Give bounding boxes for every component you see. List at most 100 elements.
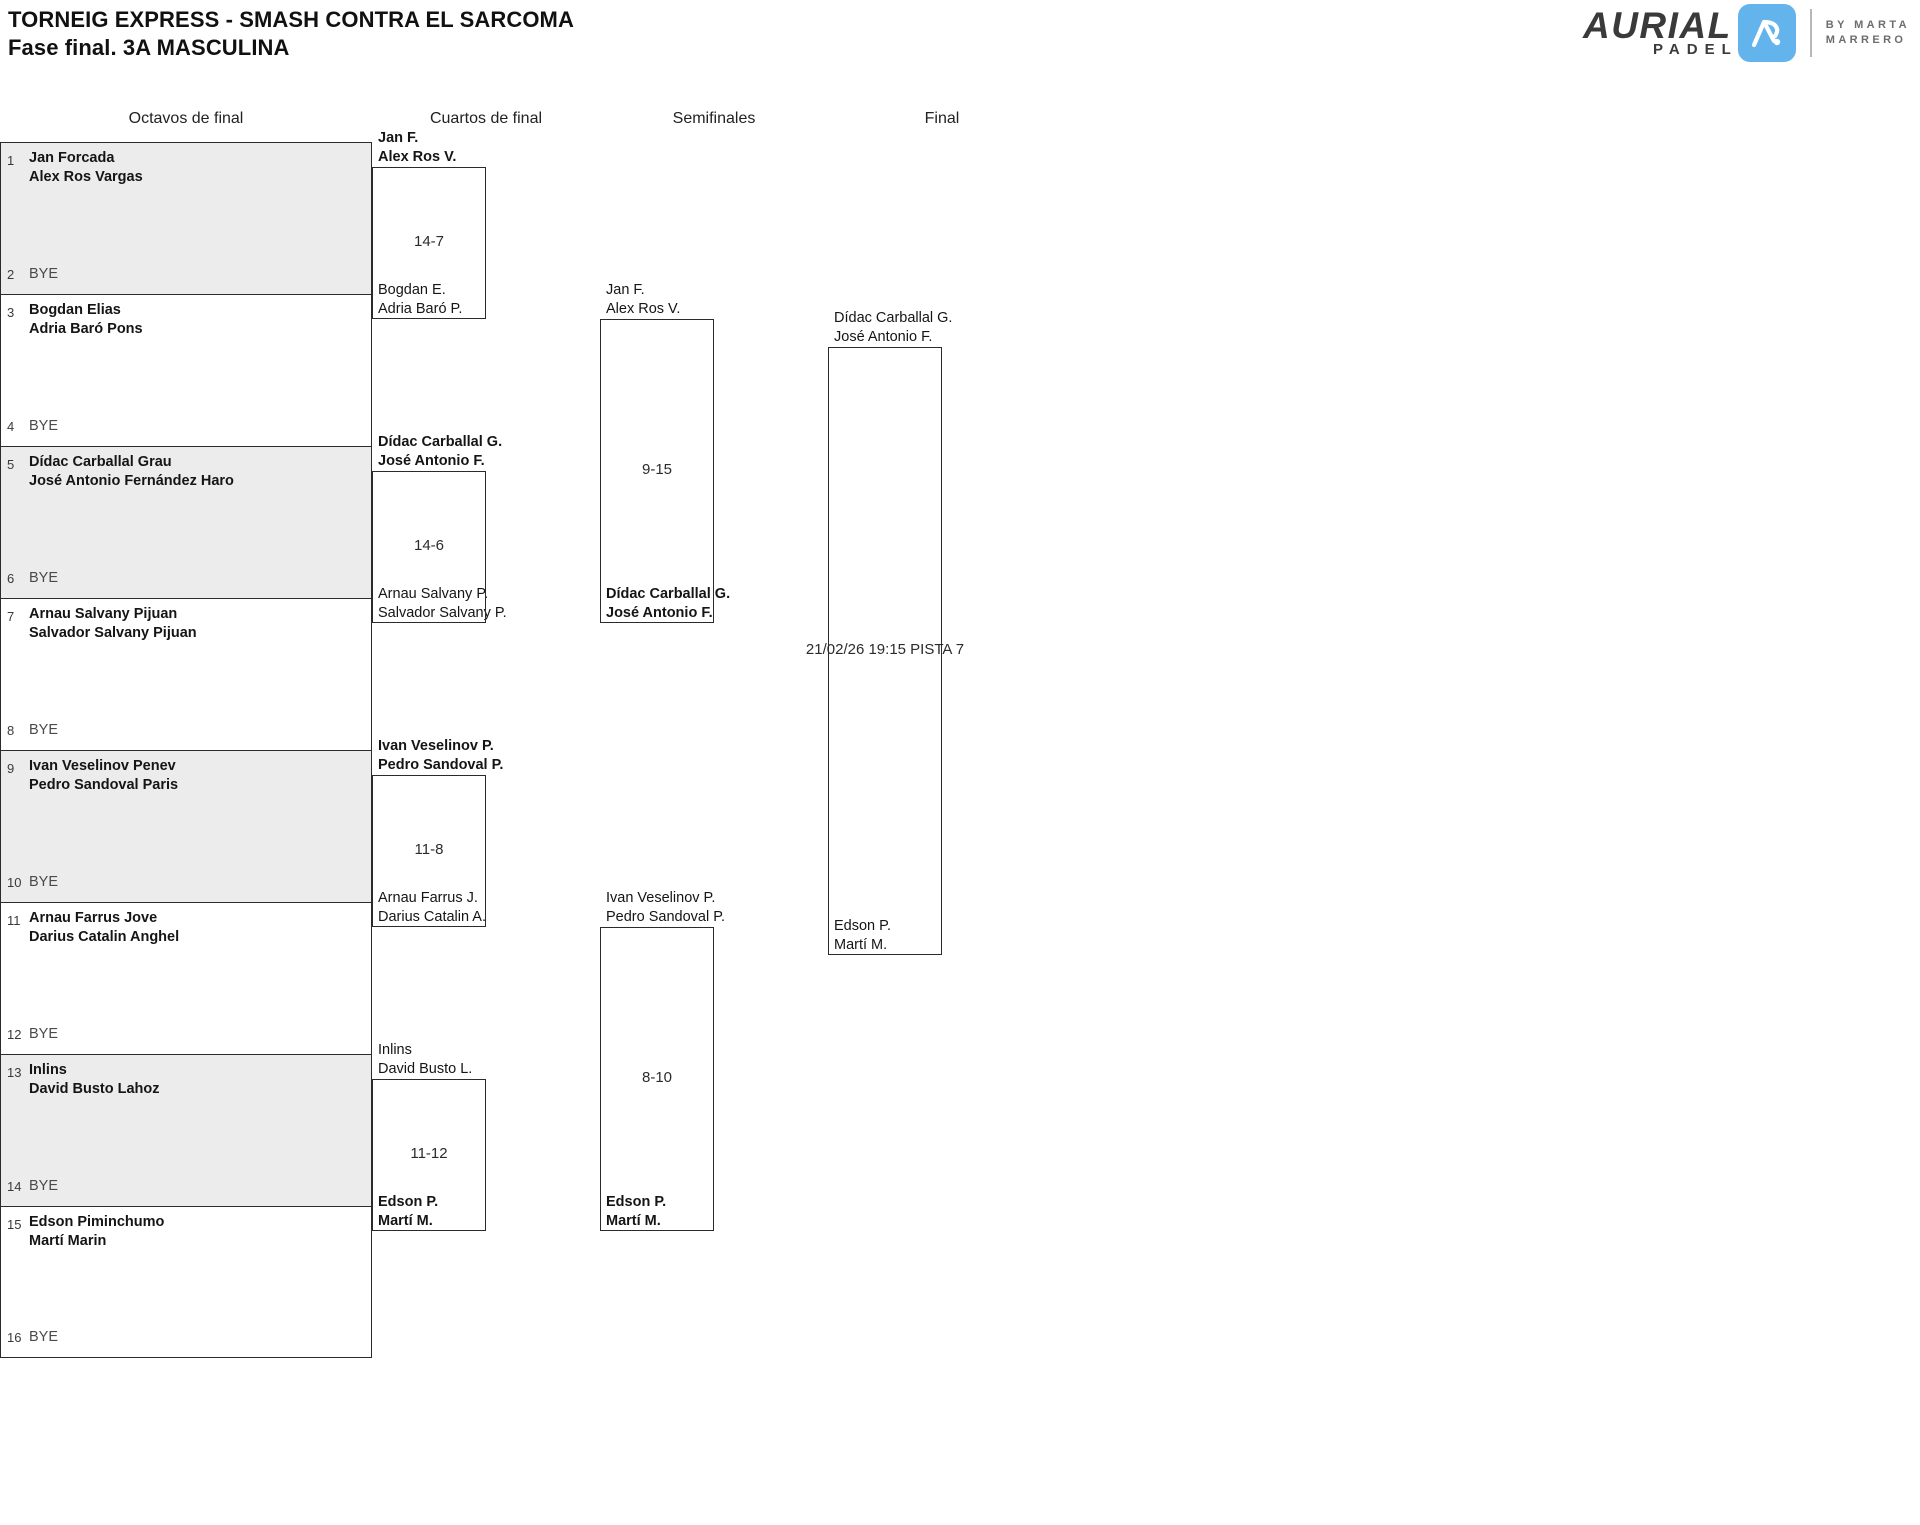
player-name: Salvador Salvany P. — [378, 605, 507, 621]
player-name: Alex Ros Vargas — [29, 169, 143, 185]
semifinal-team-bottom: Edson P.Martí M. — [606, 1193, 666, 1231]
ap-monogram-icon — [1737, 4, 1796, 62]
seed-number: 15 — [7, 1217, 22, 1232]
player-name: Darius Catalin A. — [378, 909, 486, 925]
player-name: Jan F. — [606, 282, 645, 298]
logo-divider — [1809, 9, 1812, 57]
quarterfinal-team-bottom: Bogdan E. Adria Baró P. — [378, 281, 462, 319]
bye-label: BYE — [29, 1329, 59, 1345]
player-name: David Busto L. — [378, 1061, 473, 1077]
seed-number: 2 — [7, 267, 15, 282]
seed-number: 14 — [7, 1179, 22, 1194]
round1-slot-bottom[interactable]: 4 BYE — [1, 417, 373, 436]
bye-label: BYE — [29, 874, 59, 890]
player-name: Martí M. — [834, 937, 888, 953]
quarterfinal-team-top: Jan F.Alex Ros V. — [378, 129, 456, 167]
quarterfinal-team-top: Dídac Carballal G.José Antonio F. — [378, 433, 502, 471]
semifinal-connector — [600, 927, 714, 1231]
player-name: Ivan Veselinov P. — [378, 738, 494, 754]
player-name: Dídac Carballal G. — [606, 586, 731, 602]
quarterfinal-score: 11-12 — [410, 1145, 448, 1162]
seed-number: 16 — [7, 1330, 22, 1345]
brand-name: AURIAL — [1582, 4, 1732, 46]
round1-slot-bottom[interactable]: 10 BYE — [1, 873, 373, 892]
player-name: José Antonio F. — [606, 605, 713, 621]
quarterfinal-team-bottom: Edson P.Martí M. — [378, 1193, 438, 1231]
quarterfinal-connector — [372, 775, 486, 927]
round1-slot-bottom[interactable]: 14 BYE — [1, 1177, 373, 1196]
final-team-top: Dídac Carballal G. José Antonio F. — [834, 309, 952, 347]
player-name: Adria Baró P. — [378, 301, 463, 317]
round-header-octavos: Octavos de final — [128, 110, 244, 127]
bye-label: BYE — [29, 418, 59, 434]
player-name: Inlins — [29, 1062, 67, 1078]
player-name: Dídac Carballal Grau — [29, 454, 172, 470]
player-name: Pedro Sandoval Paris — [29, 777, 179, 793]
player-name: Jan Forcada — [29, 150, 115, 166]
player-name: Edson P. — [378, 1194, 439, 1210]
seed-number: 4 — [7, 419, 15, 434]
player-name: Martí Marin — [29, 1233, 107, 1249]
player-name: Jan F. — [378, 130, 419, 146]
bye-label: BYE — [29, 722, 59, 738]
player-name: Inlins — [378, 1042, 412, 1058]
round1-slot-bottom[interactable]: 16 BYE — [1, 1328, 373, 1347]
quarterfinal-score: 11-8 — [414, 841, 444, 858]
player-name: Salvador Salvany Pijuan — [29, 625, 197, 641]
page-subtitle: Fase final. 3A MASCULINA — [8, 35, 290, 60]
quarterfinal-score: 14-6 — [413, 537, 445, 554]
player-name: Martí M. — [606, 1213, 661, 1229]
player-name: Bogdan Elias — [29, 302, 121, 318]
brand-byline-line2: MARRERO — [1825, 34, 1907, 46]
bye-label: BYE — [29, 1026, 59, 1042]
player-name: Bogdan E. — [378, 282, 446, 298]
player-name: Pedro Sandoval P. — [378, 757, 504, 773]
semifinal-score: 9-15 — [641, 461, 673, 478]
bye-label: BYE — [29, 266, 59, 282]
player-name: Arnau Salvany Pijuan — [29, 606, 178, 622]
player-name: José Antonio F. — [834, 329, 933, 345]
final-team-bottom: Edson P.Martí M. — [834, 917, 891, 955]
seed-number: 10 — [7, 875, 22, 890]
seed-number: 9 — [7, 761, 15, 776]
quarterfinal-connector — [372, 471, 486, 623]
player-name: Edson Piminchumo — [29, 1214, 165, 1230]
player-name: Pedro Sandoval P. — [606, 909, 726, 925]
semifinal-score: 8-10 — [641, 1069, 673, 1086]
bye-label: BYE — [29, 1178, 59, 1194]
round-header-final: Final — [924, 110, 960, 127]
seed-number: 13 — [7, 1065, 22, 1080]
player-name: Dídac Carballal G. — [834, 310, 953, 326]
brand-byline: BY MARTA MARRERO — [1826, 18, 1910, 48]
semifinal-team-top: Ivan Veselinov P.Pedro Sandoval P. — [606, 889, 725, 927]
player-name: Alex Ros V. — [606, 301, 681, 317]
round-header-cuartos: Cuartos de final — [429, 110, 543, 127]
round1-slot-bottom[interactable]: 2 BYE — [1, 265, 373, 284]
